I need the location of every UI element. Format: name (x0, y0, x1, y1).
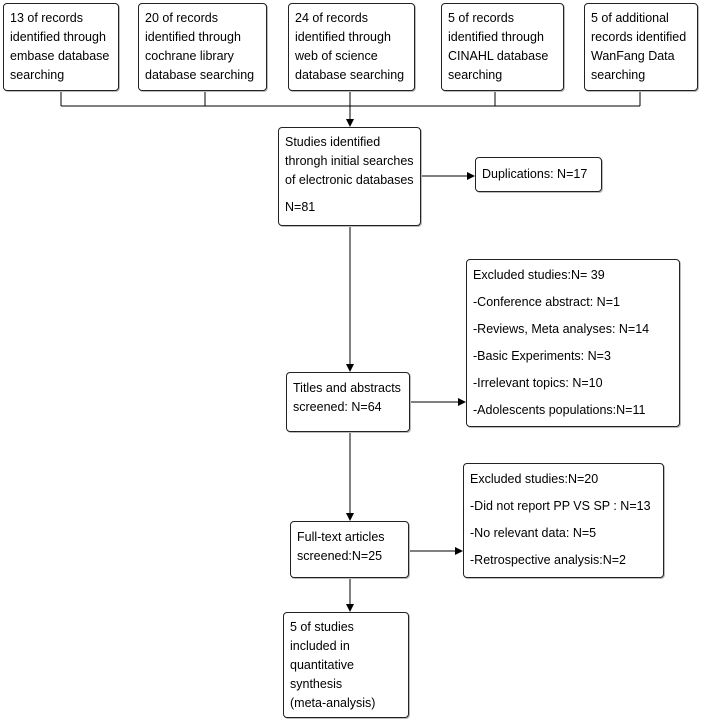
excluded-item: -Irrelevant topics: N=10 (473, 376, 603, 390)
source-text: records identified (591, 30, 687, 44)
source-text: identified through (448, 30, 544, 44)
included-text: included in (290, 639, 350, 653)
source-text: embase database (10, 49, 110, 63)
source-text: 13 of records (10, 11, 83, 25)
source-box-embase: 13 of records identified through embase … (3, 3, 119, 91)
source-text: searching (591, 68, 646, 82)
excluded-item: -Reviews, Meta analyses: N=14 (473, 322, 650, 336)
excluded-title: Excluded studies:N=20 (470, 472, 599, 486)
source-text: 24 of records (295, 11, 368, 25)
excluded-studies-box-2: Excluded studies:N=20 -Did not report PP… (463, 463, 664, 578)
source-text: identified through (295, 30, 391, 44)
source-text: identified through (145, 30, 241, 44)
source-text: cochrane library (145, 49, 234, 63)
excluded-studies-box-1: Excluded studies:N= 39 -Conference abstr… (466, 259, 680, 427)
identified-text: Studies identified (285, 135, 381, 149)
excluded-item: -Conference abstract: N=1 (473, 295, 620, 309)
source-text: searching (10, 68, 65, 82)
source-box-cochrane: 20 of records identified through cochran… (138, 3, 267, 91)
included-text: 5 of studies (290, 620, 354, 634)
source-text: searching (448, 68, 503, 82)
identified-text: throngh initial searches (285, 154, 414, 168)
included-box: 5 of studies included in quantitative sy… (283, 612, 409, 718)
excluded-item: -No relevant data: N=5 (470, 526, 597, 540)
screened-text: screened: N=64 (293, 400, 382, 414)
excluded-title: Excluded studies:N= 39 (473, 268, 605, 282)
identified-text: of electronic databases (285, 173, 414, 187)
duplications-box: Duplications: N=17 (475, 157, 602, 192)
fulltext-text: Full-text articles (297, 530, 385, 544)
titles-abstracts-box: Titles and abstracts screened: N=64 (286, 372, 410, 432)
source-text: database searching (145, 68, 255, 82)
source-text: WanFang Data (591, 49, 675, 63)
source-text: 5 of records (448, 11, 515, 25)
screened-text: Titles and abstracts (293, 381, 401, 395)
source-text: 5 of additional (591, 11, 669, 25)
excluded-item: -Did not report PP VS SP : N=13 (470, 499, 651, 513)
source-text: database searching (295, 68, 405, 82)
fulltext-text: screened:N=25 (297, 549, 383, 563)
source-text: web of science (295, 49, 378, 63)
source-text: identified through (10, 30, 106, 44)
identified-box: Studies identified throngh initial searc… (278, 127, 421, 226)
included-text: synthesis (290, 677, 343, 691)
excluded-item: -Basic Experiments: N=3 (473, 349, 611, 363)
included-text: (meta-analysis) (290, 696, 376, 710)
included-text: quantitative (290, 658, 354, 672)
identified-count: N=81 (285, 200, 316, 214)
source-box-wanfang: 5 of additional records identified WanFa… (584, 3, 698, 91)
source-box-cinahl: 5 of records identified through CINAHL d… (441, 3, 564, 91)
duplications-text: Duplications: N=17 (482, 167, 588, 181)
source-text: 20 of records (145, 11, 218, 25)
excluded-item: -Adolescents populations:N=11 (473, 403, 646, 417)
excluded-item: -Retrospective analysis:N=2 (470, 553, 626, 567)
source-box-web-of-science: 24 of records identified through web of … (288, 3, 415, 91)
fulltext-box: Full-text articles screened:N=25 (290, 521, 409, 578)
source-text: CINAHL database (448, 49, 549, 63)
